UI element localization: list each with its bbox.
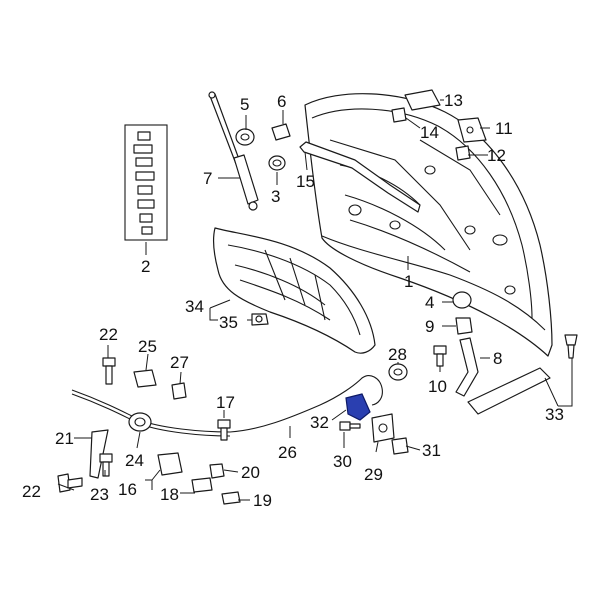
label-2: 2: [141, 257, 150, 276]
label-10: 10: [428, 377, 447, 396]
bolt-30: [339, 421, 361, 431]
label-13: 13: [444, 91, 463, 110]
label-22-top: 22: [99, 325, 118, 344]
seal-strip: [299, 141, 421, 213]
striker-nut: [455, 145, 471, 161]
latch-nut: [391, 107, 407, 123]
label-3: 3: [271, 187, 280, 206]
label-5: 5: [240, 95, 249, 114]
label-11: 11: [495, 119, 513, 138]
clip-27: [171, 382, 187, 400]
label-34: 34: [185, 297, 204, 316]
label-18: 18: [160, 485, 179, 504]
striker-plate: [457, 117, 487, 143]
label-33: 33: [545, 405, 564, 424]
label-16: 16: [118, 480, 137, 499]
hood-latch-bracket: [404, 89, 441, 111]
label-26: 26: [278, 443, 297, 462]
label-21: 21: [55, 429, 74, 448]
label-9: 9: [425, 317, 434, 336]
insulator-clip: [251, 313, 269, 326]
grommet-28: [388, 363, 408, 381]
bolt-17: [217, 419, 231, 441]
switch-31: [391, 437, 409, 455]
label-7: 7: [203, 169, 212, 188]
hood-panel: [304, 93, 553, 357]
label-17: 17: [216, 393, 235, 412]
bolt-kit-box: [124, 124, 168, 241]
label-28: 28: [388, 345, 407, 364]
cable-clamp: [157, 452, 183, 476]
label-6: 6: [277, 92, 286, 111]
label-20: 20: [241, 463, 260, 482]
label-8: 8: [493, 349, 502, 368]
label-27: 27: [170, 353, 189, 372]
bumper-stop: [235, 128, 255, 146]
label-31: 31: [422, 441, 441, 460]
hood-insulator: [212, 227, 376, 354]
label-23: 23: [90, 485, 109, 504]
cable-handle-lever: [128, 412, 152, 432]
label-15: 15: [296, 172, 315, 191]
latch-assembly: [371, 413, 395, 443]
retainer-25: [133, 369, 157, 388]
label-1: 1: [404, 272, 413, 291]
hinge-nut: [455, 317, 473, 335]
label-25: 25: [138, 337, 157, 356]
label-29: 29: [364, 465, 383, 484]
label-35: 35: [219, 313, 238, 332]
callout-labels: 1 2 3 4 5 6 7 8 9 10 11 12 13 14 15 16 1…: [22, 91, 564, 510]
leader-lines: [57, 99, 573, 501]
label-14: 14: [420, 123, 439, 142]
label-24: 24: [125, 451, 144, 470]
label-32: 32: [310, 413, 329, 432]
label-30: 30: [333, 452, 352, 471]
label-19: 19: [253, 491, 272, 510]
gas-strut: [208, 91, 259, 211]
hood-support-rod: [467, 334, 578, 415]
bolt-23: [99, 453, 113, 477]
cable-clip-19: [221, 491, 241, 505]
grommet: [268, 155, 286, 171]
cable-clip-18: [191, 477, 213, 493]
screw-22-top: [102, 357, 116, 385]
label-22-bottom: 22: [22, 482, 41, 501]
latch-release-cable-bracket: [345, 393, 371, 421]
screw-22-bottom: [57, 473, 83, 493]
label-4: 4: [425, 293, 434, 312]
cable-clip-20: [209, 463, 225, 479]
hood-adjuster: [271, 123, 291, 141]
release-handle: [89, 429, 109, 479]
label-12: 12: [487, 146, 506, 165]
hinge-bolt: [433, 345, 447, 367]
hood-hinge: [455, 337, 479, 397]
bumper-cushion: [452, 291, 472, 309]
